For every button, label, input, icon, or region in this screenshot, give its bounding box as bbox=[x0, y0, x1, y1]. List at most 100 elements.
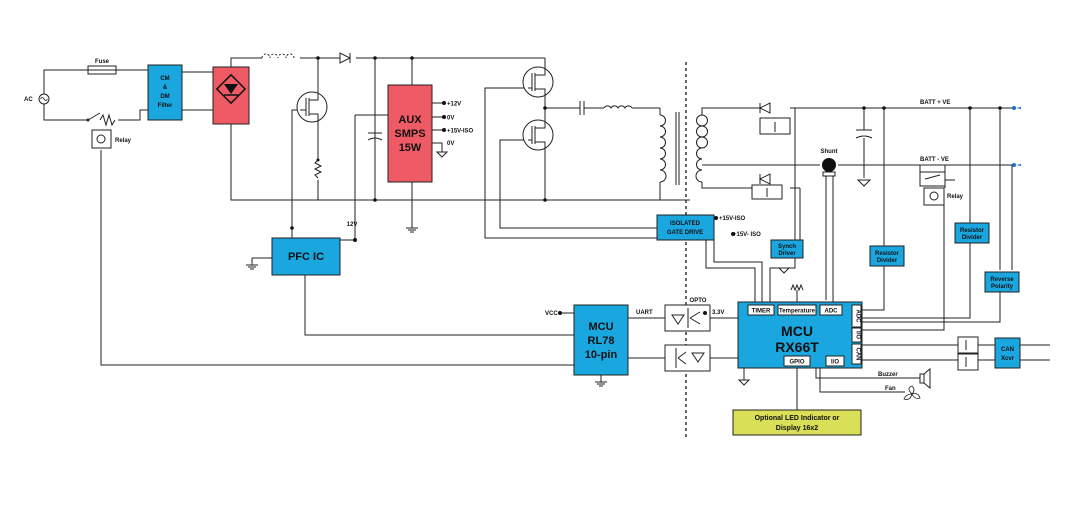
aux-out-0v-iso: 0V bbox=[447, 141, 454, 147]
pfc-12v-label: 12V bbox=[347, 222, 358, 228]
resistor-divider-block: Resistor Divider bbox=[869, 245, 905, 267]
fuse-icon bbox=[87, 65, 117, 75]
svg-text:MCU: MCU bbox=[588, 321, 613, 333]
optocoupler-io-icon bbox=[664, 344, 711, 372]
fan-label: Fan bbox=[885, 386, 896, 392]
svg-text:Polarity: Polarity bbox=[991, 284, 1014, 290]
resonant-inductor-icon bbox=[603, 105, 633, 110]
svg-text:GATE DRIVE: GATE DRIVE bbox=[667, 230, 703, 236]
svg-text:Reverse: Reverse bbox=[990, 277, 1014, 283]
bridge-rectifier-block bbox=[212, 66, 250, 125]
output-capacitor-icon bbox=[855, 129, 873, 187]
svg-text:CAN: CAN bbox=[1001, 347, 1014, 353]
can-isolator-icon bbox=[957, 336, 979, 371]
battery-terminal-plus-icon bbox=[1012, 106, 1021, 110]
svg-text:Resistor: Resistor bbox=[960, 228, 985, 234]
aux-smps-block: AUX SMPS 15W bbox=[387, 84, 433, 183]
vcc-label: VCC bbox=[545, 311, 558, 317]
aux-out-15v: +15V-ISO bbox=[447, 129, 474, 135]
reverse-polarity-block: Reverse Polarity bbox=[984, 271, 1020, 293]
mcu-rx66t-block: TIMER Temperature ADC MCU RX66T GPIO I/O… bbox=[737, 301, 863, 369]
transformer-icon bbox=[659, 112, 708, 185]
svg-text:DM: DM bbox=[160, 94, 169, 100]
batt-plus-label: BATT + VE bbox=[920, 100, 950, 106]
svg-text:15W: 15W bbox=[399, 142, 422, 154]
v33-label: 3.3V bbox=[712, 310, 724, 316]
svg-text:ADC: ADC bbox=[825, 309, 839, 315]
svg-text:CM: CM bbox=[160, 76, 169, 82]
buzzer-icon bbox=[919, 367, 931, 390]
resistor-divider-block: Resistor Divider bbox=[954, 222, 990, 244]
svg-text:&: & bbox=[163, 85, 168, 91]
ground-icon bbox=[595, 375, 607, 387]
ground-icon bbox=[246, 257, 272, 270]
relay-left-label: Relay bbox=[115, 138, 132, 144]
svg-text:TIMER: TIMER bbox=[752, 309, 771, 315]
sense-resistor-icon bbox=[313, 159, 323, 179]
led-display-block: Optional LED Indicator or Display 16x2 bbox=[732, 409, 862, 436]
resonant-capacitor-icon bbox=[579, 101, 585, 115]
svg-text:Divider: Divider bbox=[962, 235, 983, 241]
svg-text:I/O: I/O bbox=[855, 331, 861, 339]
synch-driver-block: Synch Driver bbox=[770, 239, 804, 259]
ntc-thermistor-icon bbox=[790, 283, 804, 292]
ac-source-icon bbox=[38, 93, 50, 105]
optocoupler-uart-icon bbox=[664, 304, 711, 332]
battery-terminal-minus-icon bbox=[1012, 163, 1021, 167]
hb-mosfet-top-icon bbox=[522, 66, 554, 98]
fuse-label: Fuse bbox=[95, 59, 110, 65]
ground-icon bbox=[777, 267, 791, 274]
junction-dots bbox=[290, 56, 1002, 315]
shunt-icon bbox=[822, 158, 836, 177]
hb-mosfet-bottom-icon bbox=[522, 119, 554, 151]
svg-text:Driver: Driver bbox=[778, 251, 796, 257]
aux-out-12v: +12V bbox=[447, 102, 461, 108]
sync-fet-bottom-icon bbox=[751, 173, 783, 200]
svg-text:Display 16x2: Display 16x2 bbox=[776, 425, 819, 432]
pfc-mosfet-icon bbox=[296, 91, 328, 123]
ground-icon bbox=[406, 227, 418, 233]
wires bbox=[43, 57, 1050, 410]
svg-text:Optional LED Indicator or: Optional LED Indicator or bbox=[755, 415, 840, 422]
svg-text:I/O: I/O bbox=[831, 360, 839, 366]
can-transceiver-block: CAN Xcvr bbox=[994, 337, 1021, 369]
sync-fet-top-icon bbox=[758, 102, 791, 135]
mcu-rl78-block: MCU RL78 10-pin bbox=[573, 304, 629, 376]
gd-plus15-label: +15V-ISO bbox=[719, 216, 746, 222]
svg-text:SMPS: SMPS bbox=[394, 128, 425, 140]
svg-text:ISOLATED: ISOLATED bbox=[670, 221, 701, 227]
isolated-gate-drive-block: ISOLATED GATE DRIVE bbox=[656, 214, 715, 241]
svg-text:MCU: MCU bbox=[781, 323, 813, 339]
shunt-label: Shunt bbox=[821, 149, 838, 155]
relay-switch-icon bbox=[86, 112, 116, 149]
bulk-capacitor-icon bbox=[367, 132, 383, 141]
opto-label: OPTO bbox=[690, 298, 707, 304]
ground-icon bbox=[737, 379, 751, 386]
boost-diode-icon bbox=[339, 52, 352, 64]
uart-label: UART bbox=[636, 310, 653, 316]
svg-text:AUX: AUX bbox=[398, 114, 422, 126]
svg-text:Synch: Synch bbox=[778, 244, 796, 250]
svg-text:RX66T: RX66T bbox=[775, 339, 819, 355]
pfc-ic-block: PFC IC bbox=[271, 237, 341, 276]
ground-icon bbox=[435, 151, 449, 158]
aux-out-0v: 0V bbox=[447, 116, 454, 122]
cm-dm-filter-block: CM & DM Filter bbox=[147, 64, 183, 121]
gd-minus15-label: +15V- ISO bbox=[733, 232, 761, 238]
svg-text:Xcvr: Xcvr bbox=[1001, 356, 1015, 362]
svg-text:ADC: ADC bbox=[855, 310, 861, 324]
svg-text:Divider: Divider bbox=[877, 258, 898, 264]
buzzer-label: Buzzer bbox=[878, 372, 898, 378]
svg-text:RL78: RL78 bbox=[588, 335, 615, 347]
relay-right-icon bbox=[919, 171, 946, 206]
ac-label: AC bbox=[24, 97, 33, 103]
svg-text:Filter: Filter bbox=[158, 103, 173, 109]
relay-right-label: Relay bbox=[947, 194, 964, 200]
svg-text:PFC IC: PFC IC bbox=[288, 251, 324, 263]
fan-icon bbox=[903, 385, 921, 400]
svg-text:10-pin: 10-pin bbox=[585, 349, 618, 361]
svg-text:Resistor: Resistor bbox=[875, 251, 900, 257]
svg-text:CAN: CAN bbox=[855, 348, 861, 361]
